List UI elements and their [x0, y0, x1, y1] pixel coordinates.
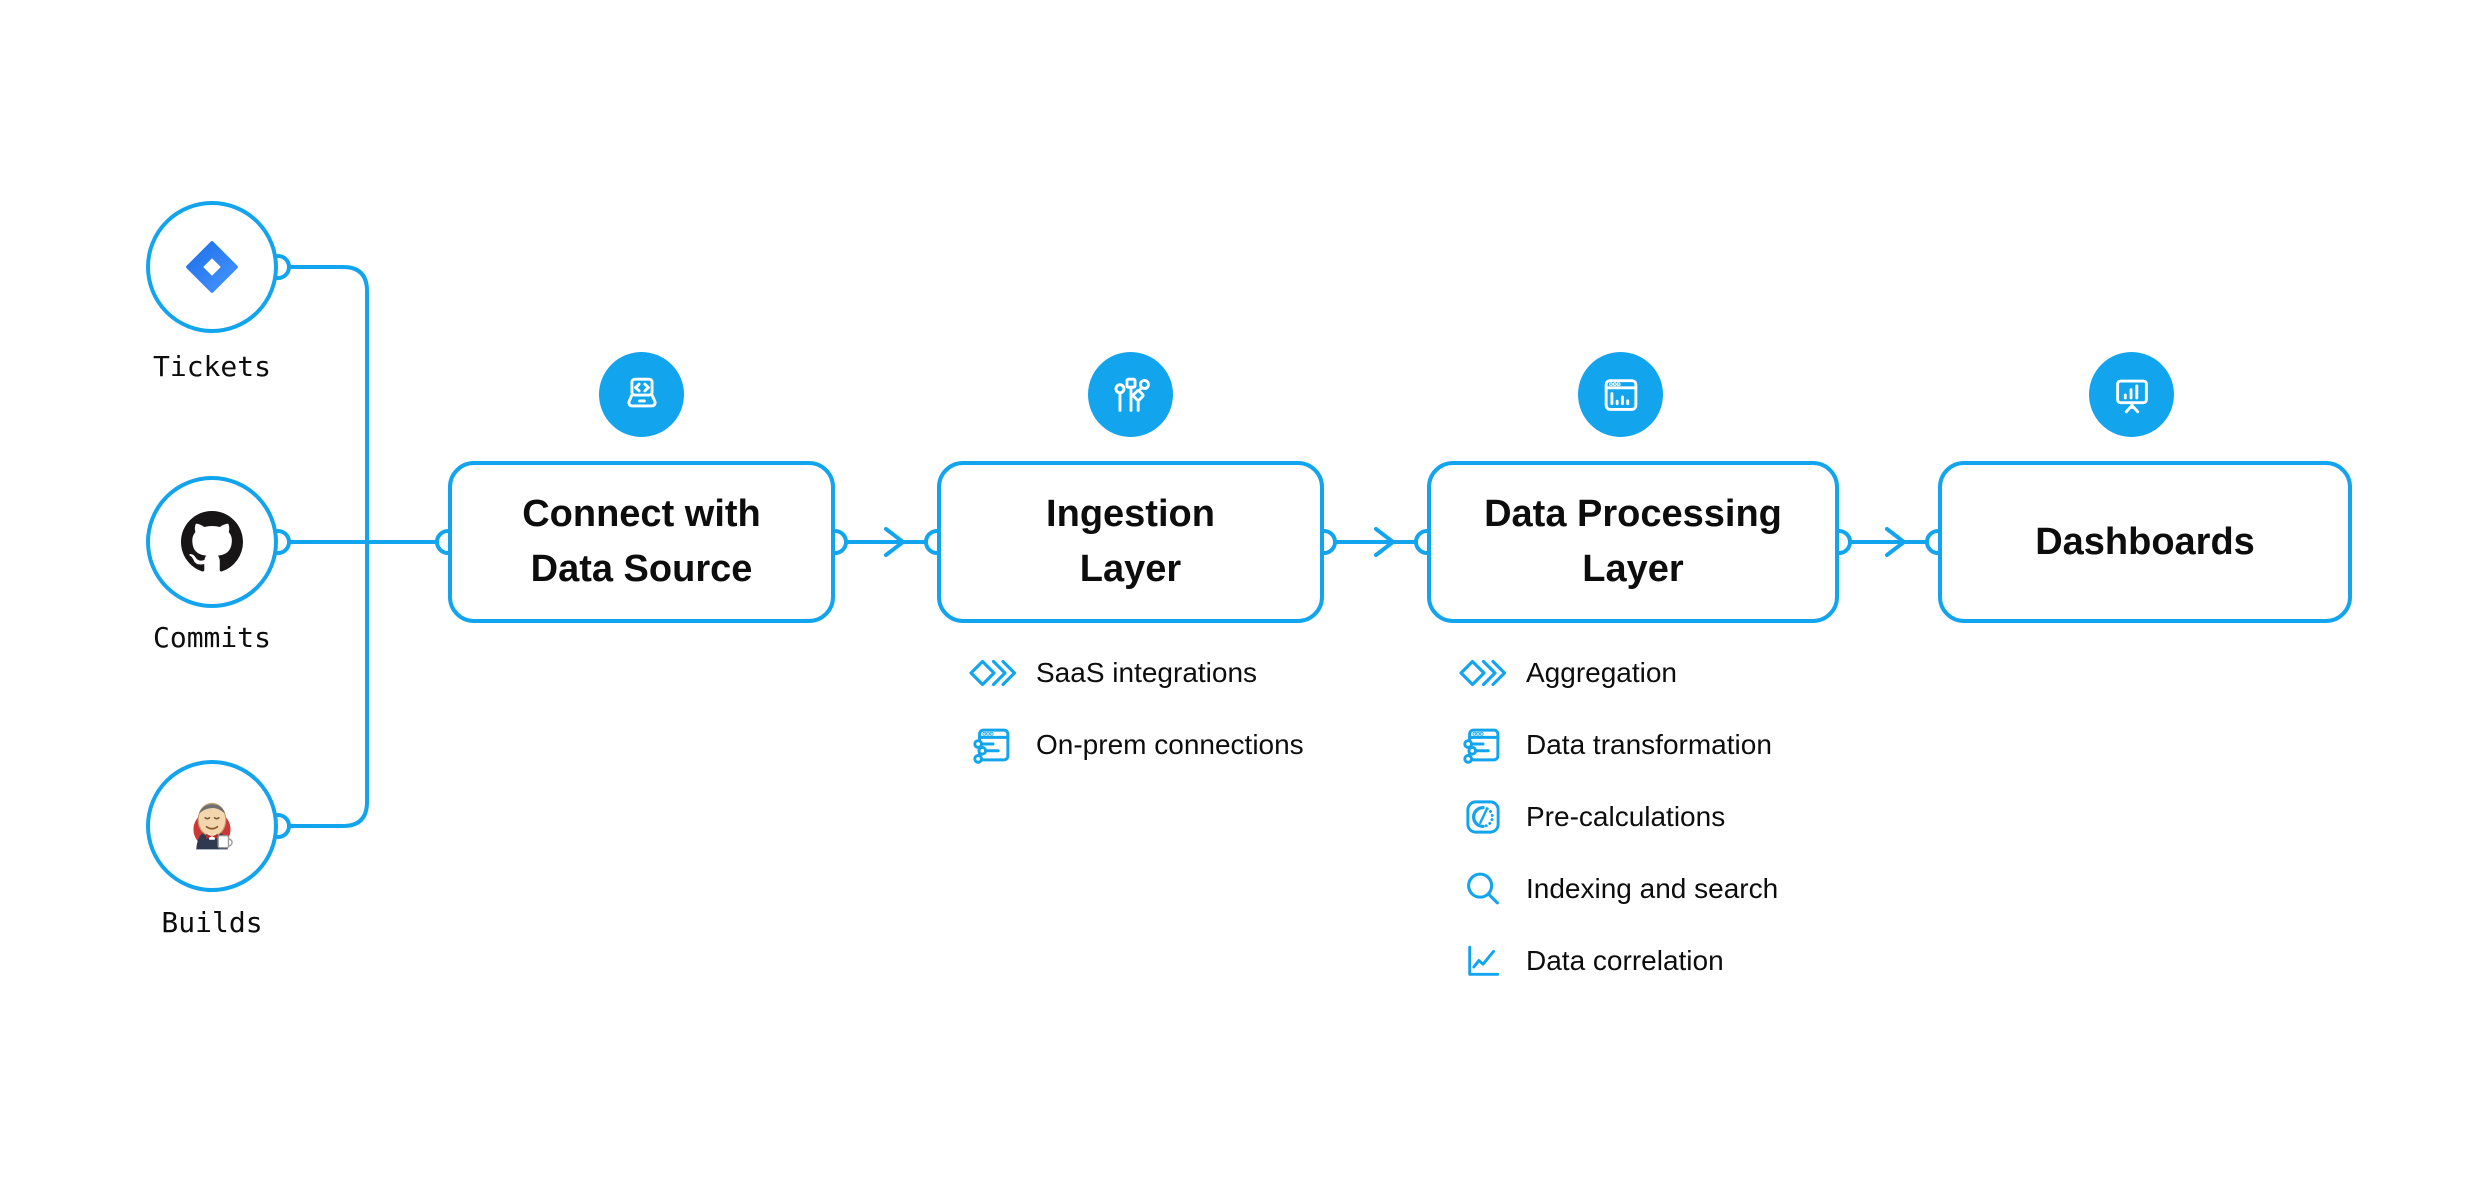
- sources-trunk-wire: [276, 265, 369, 828]
- stage-title: Data Processing Layer: [1484, 493, 1782, 590]
- list-item: Indexing and search: [1458, 853, 1778, 925]
- list-item-label: SaaS integrations: [1036, 657, 1258, 688]
- stage-box-ingestion: Ingestion Layer: [937, 461, 1324, 623]
- list-item-label: Pre-calculations: [1526, 801, 1726, 832]
- stage-badge-dashboards: [2089, 352, 2174, 437]
- list-item-label: Indexing and search: [1526, 873, 1779, 904]
- source-label-commits: Commits: [152, 621, 271, 654]
- list-item-label: Data transformation: [1526, 729, 1772, 760]
- source-node-tickets: [146, 201, 278, 333]
- list-item-label: On-prem connections: [1036, 729, 1304, 760]
- stage-box-connect: Connect with Data Source: [448, 461, 835, 623]
- ingestion-feature-list: SaaS integrations On-prem connections: [968, 637, 1304, 781]
- jenkins-logo-icon: [193, 802, 233, 850]
- arrowhead-icon: [884, 527, 905, 557]
- list-item-label: Data correlation: [1526, 945, 1724, 976]
- presentation-chart-icon: [2115, 379, 2148, 413]
- stage-title: Dashboards: [2035, 520, 2255, 563]
- diamonds-icon: [1458, 649, 1508, 697]
- stage-badge-processing: [1578, 352, 1663, 437]
- laptop-code-icon: [626, 377, 657, 407]
- gauge-icon: [1458, 793, 1508, 841]
- stage-badge-ingestion: [1088, 352, 1173, 437]
- source-label-tickets: Tickets: [152, 350, 271, 383]
- processing-feature-list: Aggregation Data transformation: [1458, 637, 1778, 997]
- window-sliders-icon: [968, 721, 1018, 769]
- bar-chart-window-icon: [1604, 378, 1637, 411]
- source-node-commits: [146, 476, 278, 608]
- stage-title: Connect with Data Source: [522, 493, 761, 590]
- list-item-label: Aggregation: [1526, 657, 1678, 688]
- source-node-builds: [146, 760, 278, 892]
- list-item: Aggregation: [1458, 637, 1778, 709]
- arrowhead-icon: [1374, 527, 1395, 557]
- line-chart-icon: [1458, 937, 1508, 985]
- stage-box-processing: Data Processing Layer: [1427, 461, 1839, 623]
- stage-box-dashboards: Dashboards: [1938, 461, 2352, 623]
- stage-title: Ingestion Layer: [1046, 493, 1215, 590]
- list-item: Pre-calculations: [1458, 781, 1778, 853]
- jira-logo-icon: [186, 241, 238, 293]
- search-icon: [1458, 865, 1508, 913]
- diamonds-icon: [968, 649, 1018, 697]
- github-logo-icon: [181, 511, 243, 572]
- list-item: SaaS integrations: [968, 637, 1304, 709]
- list-item: Data transformation: [1458, 709, 1778, 781]
- list-item: On-prem connections: [968, 709, 1304, 781]
- source-label-builds: Builds: [161, 906, 263, 939]
- arrowhead-icon: [1885, 527, 1906, 557]
- window-sliders-icon: [1458, 721, 1508, 769]
- circuit-branches-icon: [1114, 377, 1150, 412]
- stage-badge-connect: [599, 352, 684, 437]
- list-item: Data correlation: [1458, 925, 1778, 997]
